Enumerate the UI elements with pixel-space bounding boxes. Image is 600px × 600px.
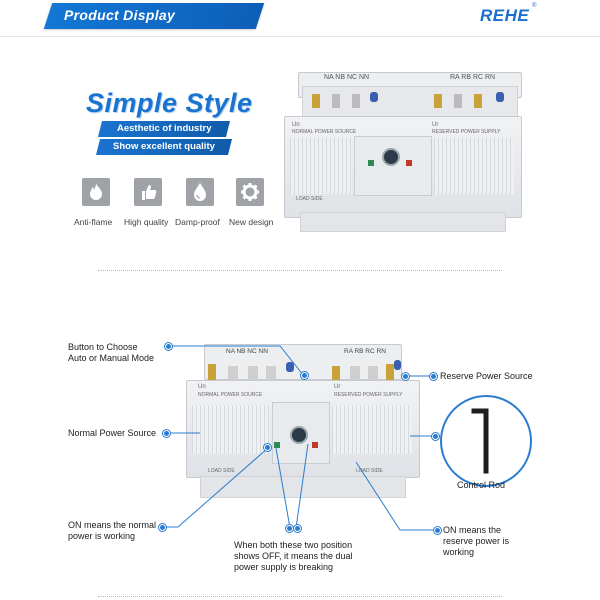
control-rod-icon xyxy=(471,408,489,474)
dot-indicator-left xyxy=(264,444,271,451)
feature-label-high-quality: High quality xyxy=(124,217,169,227)
feature-title: Simple Style xyxy=(86,88,253,118)
source-symbol-normal: Un xyxy=(292,122,300,128)
feature-label-damp-proof: Damp-proof xyxy=(175,217,220,227)
annotation-reserve-power: Reserve Power Source xyxy=(440,371,533,381)
annotation-control-rod: Control Rod xyxy=(457,480,506,490)
flame-icon xyxy=(82,178,110,206)
device-image-top: NA NB NC NN RA RB RC RN Un NORMAL POWER … xyxy=(284,72,522,232)
source-label-reserve: RESERVED POWER SUPPLY xyxy=(432,129,501,135)
annotation-on-reserve: ON means the reserve power is working xyxy=(443,525,510,557)
control-rod-circle xyxy=(440,395,532,487)
dot-control-rod xyxy=(432,433,439,440)
feature-label-anti-flame: Anti-flame xyxy=(74,217,113,227)
dot-reserve xyxy=(430,373,437,380)
terminal-labels-normal-bottom: NA NB NC NN xyxy=(226,348,268,355)
annotation-on-normal: ON means the normal power is working xyxy=(68,520,157,541)
dot-both-off-2 xyxy=(294,525,301,532)
dot-mode-button-end xyxy=(301,372,308,379)
water-drop-icon xyxy=(186,178,214,206)
separator-top xyxy=(98,270,502,271)
dot-reserve-end xyxy=(402,373,409,380)
annotation-mode-button: Button to Choose Auto or Manual Mode xyxy=(68,342,155,363)
load-label-top: LOAD SIDE xyxy=(296,196,323,202)
terminal-labels-reserve: RA RB RC RN xyxy=(450,74,496,81)
source-symbol-normal-bottom: Un xyxy=(198,384,206,390)
registered-mark: ® xyxy=(532,3,537,9)
page-title: Product Display xyxy=(64,7,176,23)
separator-bottom xyxy=(98,596,502,597)
load-label-right: LOAD SIDE xyxy=(356,468,383,474)
feature-label-new-design: New design xyxy=(229,217,274,227)
dot-normal xyxy=(163,430,170,437)
thumbs-up-icon xyxy=(134,178,162,206)
normal-indicator xyxy=(274,442,280,448)
device-image-annotated: NA NB NC NN RA RB RC RN Un NORMAL POWER … xyxy=(186,344,420,498)
source-symbol-reserve: Ur xyxy=(432,122,439,128)
source-symbol-reserve-bottom: Ur xyxy=(334,384,341,390)
brand-logo: REHE xyxy=(480,6,530,25)
source-label-normal-bottom: NORMAL POWER SOURCE xyxy=(198,392,263,398)
dot-on-reserve xyxy=(434,527,441,534)
dot-both-off-1 xyxy=(286,525,293,532)
control-knob xyxy=(290,426,308,444)
dot-mode-button xyxy=(165,343,172,350)
annotation-both-off: When both these two position shows OFF, … xyxy=(234,540,353,572)
terminal-labels-normal: NA NB NC NN xyxy=(324,74,370,81)
source-label-normal: NORMAL POWER SOURCE xyxy=(292,129,357,135)
gear-icon xyxy=(236,178,264,206)
terminal-labels-reserve-bottom: RA RB RC RN xyxy=(344,348,386,355)
load-label-left: LOAD SIDE xyxy=(208,468,235,474)
source-label-reserve-bottom: RESERVED POWER SUPPLY xyxy=(334,392,403,398)
reserve-indicator xyxy=(312,442,318,448)
annotation-normal-power: Normal Power Source xyxy=(68,428,157,438)
dot-on-normal xyxy=(159,524,166,531)
